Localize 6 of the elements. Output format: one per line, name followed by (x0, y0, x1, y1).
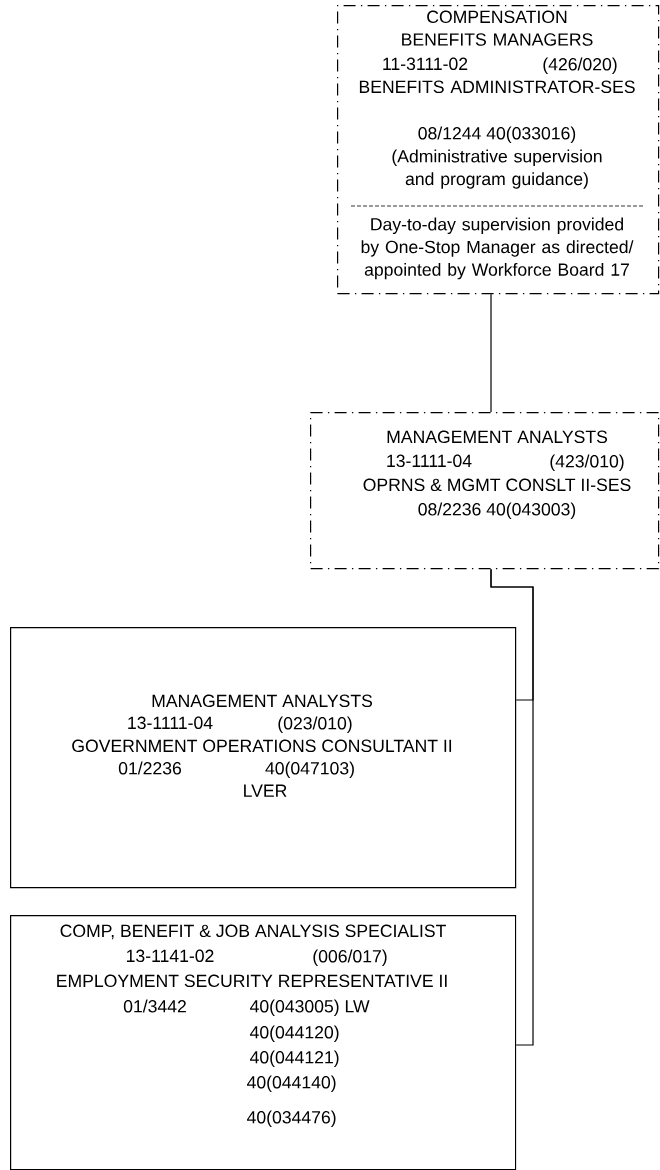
position-box: COMPENSATION BENEFITS MANAGERS 11-3111-02 (426/020) BENEFITS ADMINISTRATOR-SES 08/1244 40(033016) (Administrative supervision and program guidance) Day-to-day supervision provided by One-Stop Manager as directed/ appointed by Workforce Board 17 (337, 5, 660, 295)
connector-line (490, 568, 534, 1046)
position-box: MANAGEMENT ANALYSTS 13-1111-04 (423/010) OPRNS & MGMT CONSLT II-SES 08/2236 40(043003) (310, 412, 660, 570)
connector-line (490, 293, 492, 413)
position-box: MANAGEMENT ANALYSTS 13-1111-04 (023/010) GOVERNMENT OPERATIONS CONSULTANT II 01/2236 40(047103) LVER (10, 627, 517, 889)
position-box: COMP, BENEFIT & JOB ANALYSIS SPECIALIST 13-1141-02 (006/017) EMPLOYMENT SECURITY REPRESENTATIVE II 01/3442 40(043005) LW 40(044120) 40(044121) 40(044140) 40(034476) (10, 915, 517, 1170)
